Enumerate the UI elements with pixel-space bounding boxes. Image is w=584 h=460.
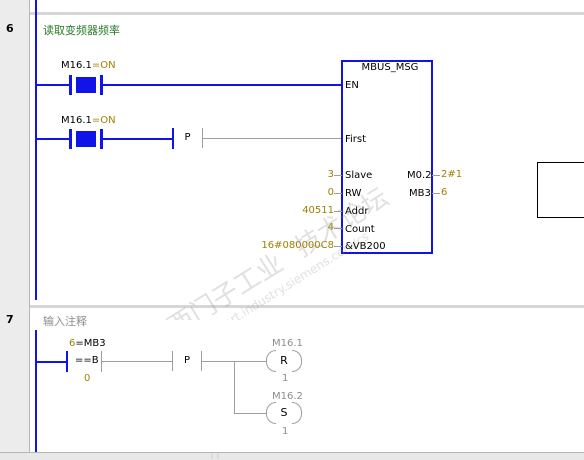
network-number-6[interactable]: 6 [6,22,14,35]
adjacent-block[interactable] [537,162,584,218]
coil-s-count: 1 [282,426,289,437]
coil-r-type: R [280,354,288,367]
compare-left-plate [66,351,68,372]
network-gutter [0,0,30,460]
contact-plate-left [69,129,72,149]
contact-2[interactable] [69,129,103,149]
pin-addr: Addr [345,206,369,217]
input-dataptr-value[interactable]: 16#080000C8 [261,240,334,251]
edge-left-plate [172,128,174,149]
contact-plate-left [69,75,72,95]
input-count-value[interactable]: 4 [327,222,334,233]
rung-2-wire-a [36,138,70,140]
rung-1-wire-a [36,84,70,86]
pin-first: First [345,134,367,145]
network-number-7[interactable]: 7 [6,313,14,326]
contact-plate-right [100,75,103,95]
output-done-wire [432,175,440,176]
compare-operand1-separator: = [75,338,84,349]
input-dataptr-wire [334,246,342,247]
contact-2-label: M16.1=ON [61,115,116,127]
pin-slave: Slave [345,170,373,181]
compare-operand1-address: MB3 [83,338,106,349]
contact-1-state: =ON [91,60,116,71]
grip-icon[interactable]: ⋮⋮ [209,453,221,460]
rung-2-wire-b [103,138,173,140]
input-rw-wire [334,193,342,194]
positive-edge-contact[interactable]: P [173,128,203,148]
rung-2-wire-c [203,138,341,139]
output-error-wire [432,193,440,194]
horizontal-scrollbar[interactable] [0,452,584,460]
pin-rw: RW [345,188,362,199]
input-rw-value[interactable]: 0 [327,187,334,198]
coil-arc-right [292,350,302,372]
coil-arc-left [266,350,276,372]
input-slave-value[interactable]: 3 [327,169,334,180]
contact-powered-fill [76,77,96,93]
contact-plate-right [100,129,103,149]
set-coil[interactable]: S [266,402,302,424]
rung-7-wire-b [102,361,172,362]
block-title: MBUS_MSG [361,62,419,73]
input-addr-value[interactable]: 40511 [302,205,334,216]
mbus-msg-block[interactable]: MBUS_MSG EN First Slave RW Addr Count &V… [341,60,433,254]
coil-arc-right [292,402,302,424]
coil-arc-left [266,402,276,424]
contact-2-address: M16.1 [61,115,92,126]
watermark-text-cn: 西门子工业 [163,248,289,320]
contact-2-state: =ON [91,115,116,126]
input-addr-wire [334,211,342,212]
input-slave-wire [334,175,342,176]
rung-1-wire-b [103,84,341,86]
contact-1[interactable] [69,75,103,95]
output-error-value[interactable]: 6 [441,187,448,198]
contact-1-address: M16.1 [61,60,92,71]
coil-r-count: 1 [282,373,289,384]
branch-wire-h [234,413,266,414]
rung-7-wire-a [36,361,66,363]
compare-right-plate [101,351,102,372]
pin-count: Count [345,224,375,235]
network-7-title[interactable]: 输入注释 [43,315,87,328]
output-done-value[interactable]: 2#1 [441,169,463,180]
power-rail-6 [35,0,37,300]
coil-r-address: M16.1 [272,338,303,349]
network-6-title[interactable]: 读取变频器频率 [43,24,120,37]
input-count-wire [334,228,342,229]
network-separator [30,305,584,308]
network-separator-top [30,12,584,15]
compare-operand2[interactable]: 0 [84,373,91,384]
coil-s-type: S [280,406,288,419]
pin-dataptr: &VB200 [345,241,386,252]
pin-error: MB3 [409,188,431,199]
contact-powered-fill [76,131,96,147]
compare-operator[interactable]: ==B [75,355,99,366]
pin-en: EN [345,80,359,91]
coil-s-address: M16.2 [272,391,303,402]
branch-wire [234,361,235,414]
positive-edge-contact-7[interactable]: P [172,351,202,371]
power-rail-7 [35,330,37,452]
reset-coil[interactable]: R [266,350,302,372]
contact-1-label: M16.1=ON [61,60,116,72]
compare-operand1-value: 6 [69,338,76,349]
pin-done: M0.2 [407,170,432,181]
compare-operand1: 6=MB3 [69,338,106,350]
